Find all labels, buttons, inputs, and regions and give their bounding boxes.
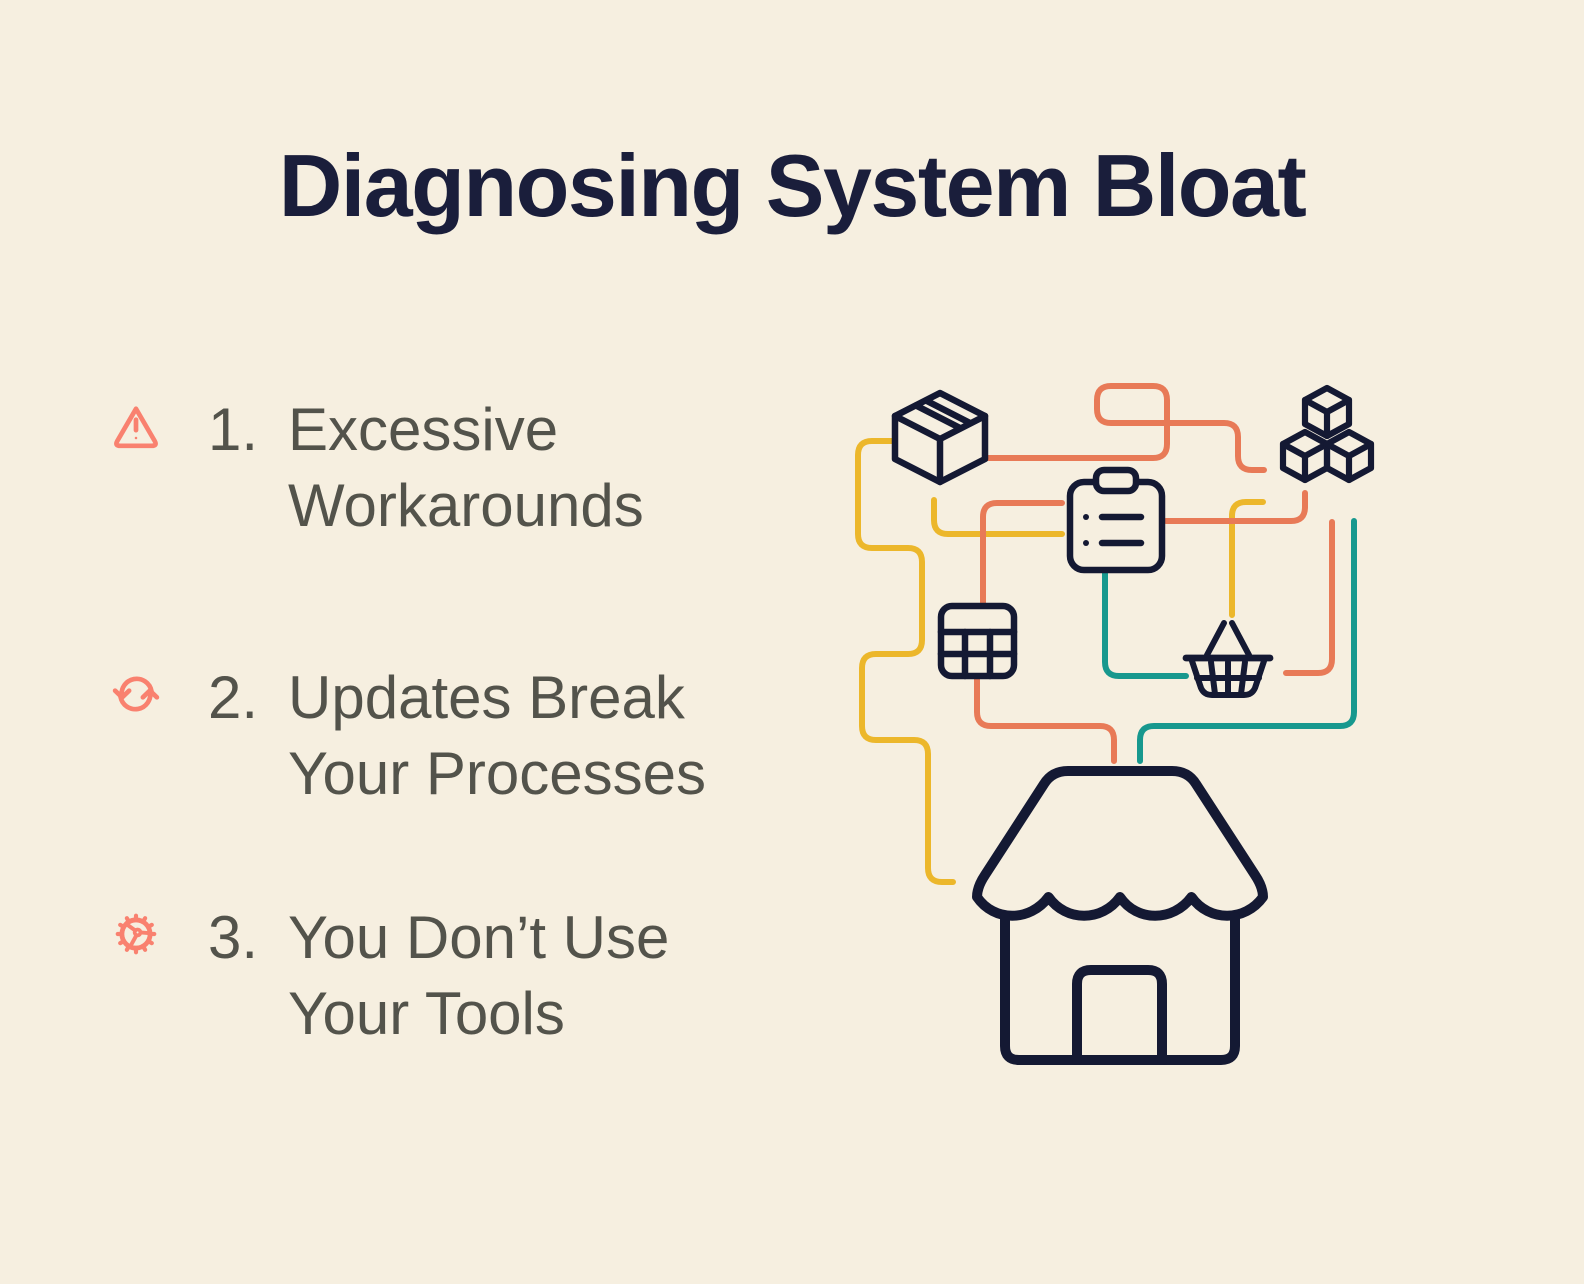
page-title: Diagnosing System Bloat (278, 136, 1307, 235)
list-item-label: You Don’t Use Your Tools (288, 904, 670, 1047)
list-item-label: Excessive Workarounds (288, 396, 644, 539)
table-grid-icon (937, 602, 1018, 680)
cubes-icon (1279, 384, 1375, 484)
teal-connector-lines (1102, 518, 1357, 764)
package-box-icon (891, 389, 989, 486)
list-item-number: 1. (208, 396, 259, 463)
orange-connector-lines (974, 383, 1335, 764)
warning-triangle-icon (112, 402, 160, 450)
list-item-number: 2. (208, 664, 259, 731)
list-item: 3. You Don’t Use Your Tools (112, 900, 728, 1052)
list-item: 1. Excessive Workarounds (112, 392, 728, 544)
yellow-connector-lines (855, 438, 1266, 885)
storefront-illustration (855, 383, 1375, 1065)
list-item-number: 3. (208, 904, 259, 971)
list-item: 2. Updates Break Your Processes (112, 660, 728, 812)
storefront-icon (972, 766, 1268, 1065)
list-item-label: Updates Break Your Processes (288, 664, 707, 807)
clipboard-checklist-icon (1066, 466, 1166, 574)
shopping-basket-icon (1182, 620, 1274, 698)
refresh-icon (112, 670, 160, 718)
gear-icon (112, 910, 160, 958)
